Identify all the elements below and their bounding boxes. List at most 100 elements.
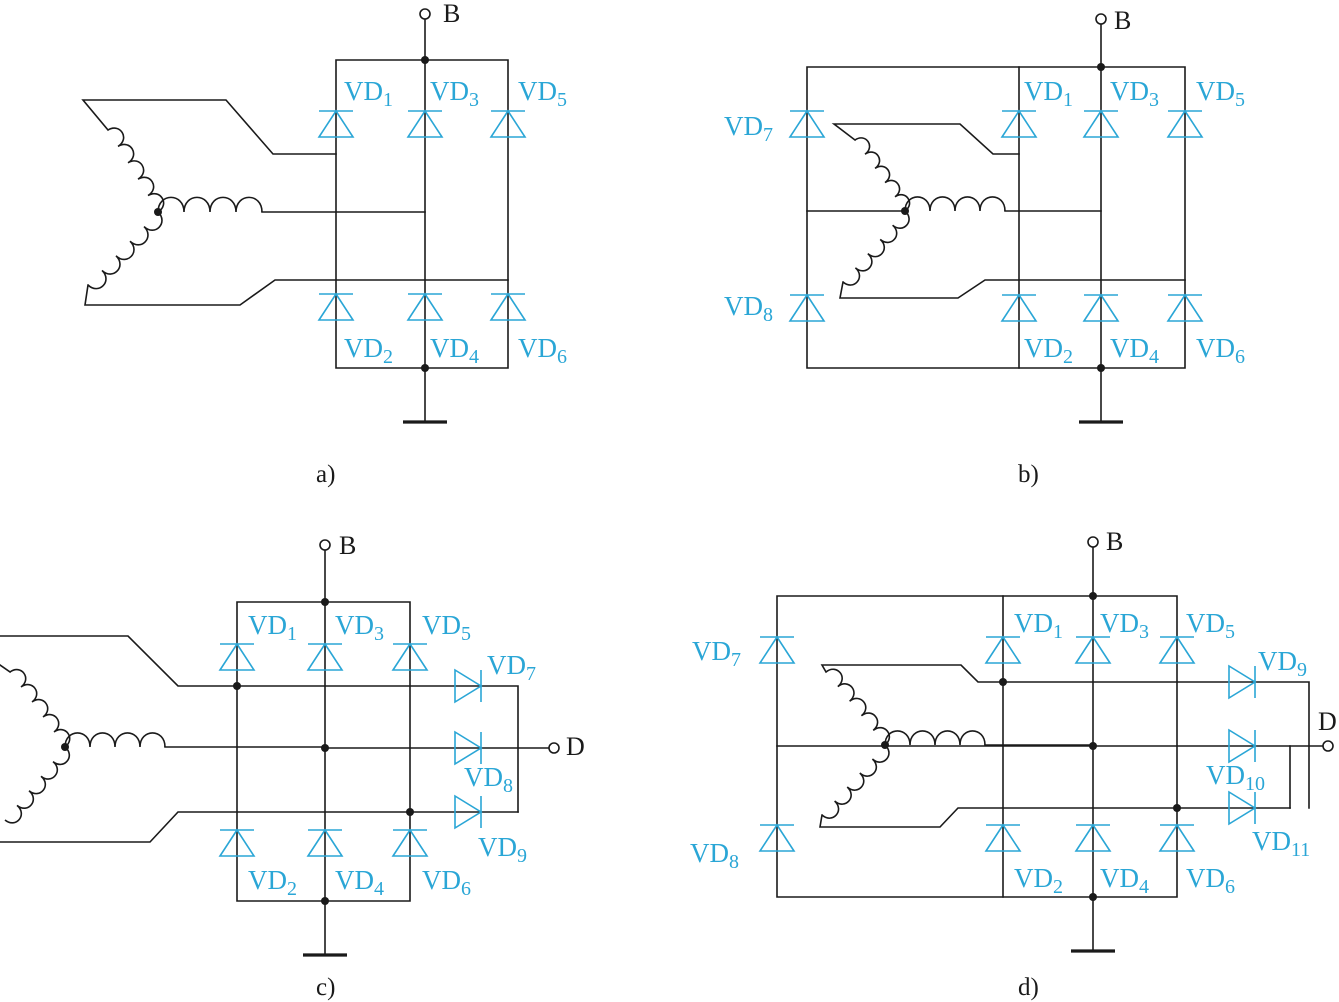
junction-dot	[421, 364, 429, 372]
diode-label-vd6: VD6	[518, 333, 567, 368]
stator-winding	[64, 732, 166, 748]
diode-symbol	[218, 642, 256, 671]
diode-label-vd4: VD4	[1110, 333, 1159, 368]
wire	[335, 59, 509, 369]
junction-dot	[1097, 364, 1105, 372]
diode-label-vd8: VD8	[464, 762, 513, 797]
caption-d: d)	[1018, 974, 1039, 1001]
diode-symbol	[1000, 109, 1038, 138]
terminal-circle	[419, 8, 431, 20]
diode-label-vd1: VD1	[1024, 76, 1073, 111]
diode-label-vd5: VD5	[1186, 608, 1235, 643]
diode-symbol	[1228, 728, 1257, 764]
diode-label-vd7: VD7	[724, 111, 773, 146]
stator-winding	[884, 730, 986, 746]
junction-dot	[1097, 63, 1105, 71]
diode-symbol	[489, 109, 527, 138]
diode-label-vd2: VD2	[344, 333, 393, 368]
junction-dot	[421, 56, 429, 64]
diode-label-vd1: VD1	[248, 610, 297, 645]
diode-symbol	[788, 109, 826, 138]
terminal-label-d: D	[1318, 707, 1337, 736]
diode-label-vd3: VD3	[430, 76, 479, 111]
diode-label-vd10: VD10	[1206, 760, 1265, 795]
diode-symbol	[758, 635, 796, 664]
terminal-label-b: B	[1106, 527, 1123, 556]
diode-label-vd2: VD2	[248, 865, 297, 900]
wire	[0, 811, 411, 843]
diode-symbol	[489, 292, 527, 321]
diode-symbol	[1166, 293, 1204, 322]
wire	[236, 601, 411, 902]
wire	[0, 664, 12, 674]
wire	[84, 279, 509, 306]
diode-symbol	[406, 292, 444, 321]
stator-winding	[825, 668, 891, 746]
diode-symbol	[454, 794, 483, 830]
diode-label-vd6: VD6	[1196, 333, 1245, 368]
diode-symbol	[1074, 635, 1112, 664]
diode-symbol	[317, 109, 355, 138]
terminal-circle	[1322, 740, 1334, 752]
wire	[806, 66, 1186, 369]
wire	[839, 279, 1186, 299]
diode-symbol	[454, 730, 483, 766]
diode-label-vd2: VD2	[1014, 863, 1063, 898]
diode-label-vd7: VD7	[692, 636, 741, 671]
diode-label-vd5: VD5	[1196, 76, 1245, 111]
diode-label-vd3: VD3	[335, 610, 384, 645]
terminal-circle	[548, 742, 560, 754]
stator-winding	[87, 211, 163, 290]
wire	[831, 123, 1020, 155]
diode-label-vd1: VD1	[1014, 608, 1063, 643]
diode-label-vd6: VD6	[1186, 863, 1235, 898]
stator-winding	[842, 210, 910, 286]
stator-winding	[904, 196, 1006, 212]
diode-symbol	[306, 642, 344, 671]
diode-label-vd3: VD3	[1110, 76, 1159, 111]
stator-winding	[107, 127, 165, 213]
stator-winding	[9, 668, 71, 748]
diode-symbol	[984, 635, 1022, 664]
wire	[236, 685, 519, 813]
diode-symbol	[218, 828, 256, 857]
diode-symbol	[1158, 635, 1196, 664]
diode-label-vd1: VD1	[344, 76, 393, 111]
diode-symbol	[406, 109, 444, 138]
diode-symbol	[391, 642, 429, 671]
diode-symbol	[984, 823, 1022, 852]
wire	[819, 807, 1178, 828]
diode-symbol	[306, 828, 344, 857]
wire	[776, 595, 1178, 898]
diode-symbol	[1074, 823, 1112, 852]
diode-symbol	[1082, 293, 1120, 322]
diode-label-vd2: VD2	[1024, 333, 1073, 368]
terminal-circle	[319, 539, 331, 551]
diode-label-vd11: VD11	[1252, 826, 1310, 861]
wire	[0, 635, 238, 687]
diode-label-vd8: VD8	[690, 838, 739, 873]
diode-label-vd9: VD9	[1258, 646, 1307, 681]
junction-dot	[321, 744, 329, 752]
caption-b: b)	[1018, 461, 1039, 488]
terminal-label-d: D	[566, 732, 585, 761]
terminal-label-b: B	[1114, 6, 1131, 35]
stator-winding	[4, 746, 71, 824]
diode-symbol	[1228, 790, 1257, 826]
junction-dot	[321, 598, 329, 606]
wire	[81, 99, 337, 155]
diode-label-vd3: VD3	[1100, 608, 1149, 643]
diode-label-vd7: VD7	[487, 650, 536, 685]
diode-label-vd4: VD4	[335, 865, 384, 900]
terminal-circle	[1095, 13, 1107, 25]
diode-symbol	[1082, 109, 1120, 138]
diode-label-vd8: VD8	[724, 291, 773, 326]
diode-label-vd5: VD5	[422, 610, 471, 645]
diode-label-vd5: VD5	[518, 76, 567, 111]
stator-winding	[854, 137, 911, 212]
diode-symbol	[1166, 109, 1204, 138]
diode-symbol	[1000, 293, 1038, 322]
